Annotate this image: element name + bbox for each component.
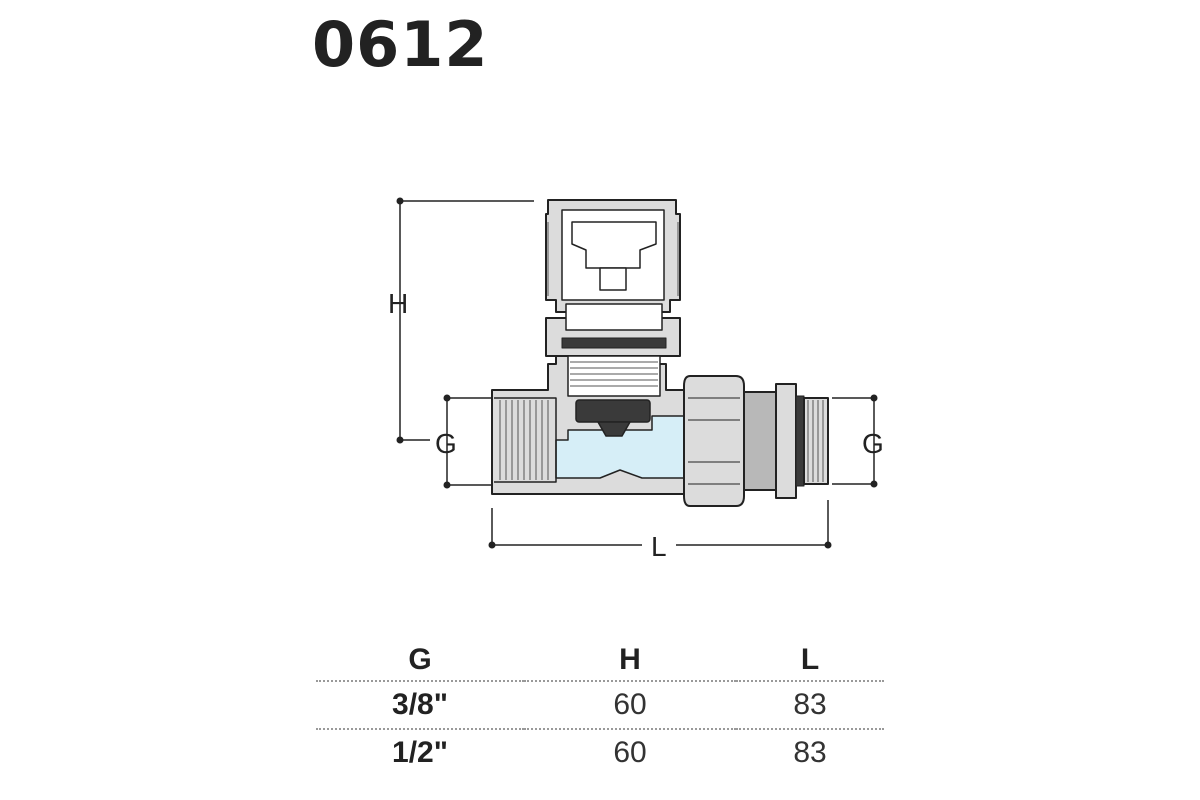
table-row: 1/2" 60 83 xyxy=(316,729,884,776)
table-header-l: L xyxy=(736,640,884,682)
dimension-label-l: L xyxy=(651,531,667,562)
table-cell-g: 3/8" xyxy=(316,681,524,730)
bonnet-thread-lines xyxy=(547,222,679,387)
table-cell-h: 60 xyxy=(524,681,736,730)
dimension-label-h: H xyxy=(388,288,408,319)
union-nut xyxy=(683,375,745,507)
table-header-g: G xyxy=(316,640,524,682)
dimension-label-g-right: G xyxy=(862,428,884,459)
table-header-h: H xyxy=(524,640,736,682)
dimension-endpoints xyxy=(396,197,878,549)
table-cell-l: 83 xyxy=(736,681,884,730)
table-header-row: G H L xyxy=(316,640,884,682)
table-cell-g: 1/2" xyxy=(392,736,448,769)
inlet-thread-lines xyxy=(499,400,549,480)
valve-disc xyxy=(575,399,651,437)
tailpiece xyxy=(743,383,829,499)
table-cell-h: 60 xyxy=(613,736,647,769)
product-code: 0612 xyxy=(312,8,489,81)
table-cell-l: 83 xyxy=(793,736,827,769)
dimensions-table: G H L 3/8" 60 83 1/2" 60 83 xyxy=(316,640,884,776)
tailpiece-thread-lines xyxy=(807,400,824,482)
dimension-label-g-left: G xyxy=(435,428,457,459)
table-row: 3/8" 60 83 xyxy=(316,681,884,730)
dimension-lines xyxy=(399,200,875,546)
